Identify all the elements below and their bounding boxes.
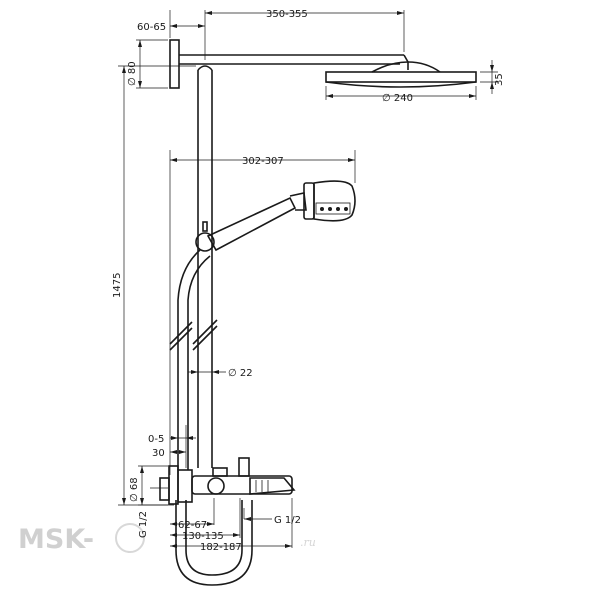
label-182-187: 182-187 xyxy=(200,542,242,553)
shower-hose xyxy=(169,249,253,586)
label-overhead-dia: ∅ 240 xyxy=(382,93,413,104)
watermark-logo-icon xyxy=(115,523,145,553)
bath-mixer xyxy=(159,457,296,505)
label-mixer-plate-dia: ∅ 68 xyxy=(129,477,140,502)
label-inlet-left: G 1/2 xyxy=(138,511,149,538)
label-rail-dia: ∅ 22 xyxy=(228,368,253,379)
shower-arm xyxy=(179,54,409,70)
vertical-rail xyxy=(192,65,218,468)
watermark-site: .ru xyxy=(300,536,316,549)
bath-spout xyxy=(249,477,296,495)
dimension-lines xyxy=(118,10,498,548)
wall-plate-top-body xyxy=(169,39,180,89)
label-gap: 0-5 xyxy=(148,434,164,445)
label-130-135: 130-135 xyxy=(182,531,224,542)
slider-knob xyxy=(195,232,215,252)
wall-plate-top xyxy=(169,39,180,89)
watermark-main: MSK- xyxy=(18,524,94,555)
overhead-shower xyxy=(325,61,477,88)
mixer-wall-plate xyxy=(168,465,179,505)
dimension-labels: 60-65 350-355 ∅ 80 35 ∅ 240 302-307 1475… xyxy=(112,9,505,553)
label-total-height: 1475 xyxy=(112,273,123,298)
label-overhead-height: 35 xyxy=(494,73,505,86)
hand-shower xyxy=(195,180,356,252)
thermostat-knob xyxy=(207,477,225,495)
label-inlet-right: G 1/2 xyxy=(274,515,301,526)
label-handshower-reach: 302-307 xyxy=(242,156,284,167)
label-62-67: 62-67 xyxy=(178,520,207,531)
label-mixer-depth: 30 xyxy=(152,448,165,459)
watermark: MSK- .ru xyxy=(18,523,316,555)
label-wall-offset: 60-65 xyxy=(137,22,166,33)
mixer-wall-connection xyxy=(159,477,170,501)
label-arm-length: 350-355 xyxy=(266,9,308,20)
label-wall-plate-dia: ∅ 80 xyxy=(127,61,138,86)
